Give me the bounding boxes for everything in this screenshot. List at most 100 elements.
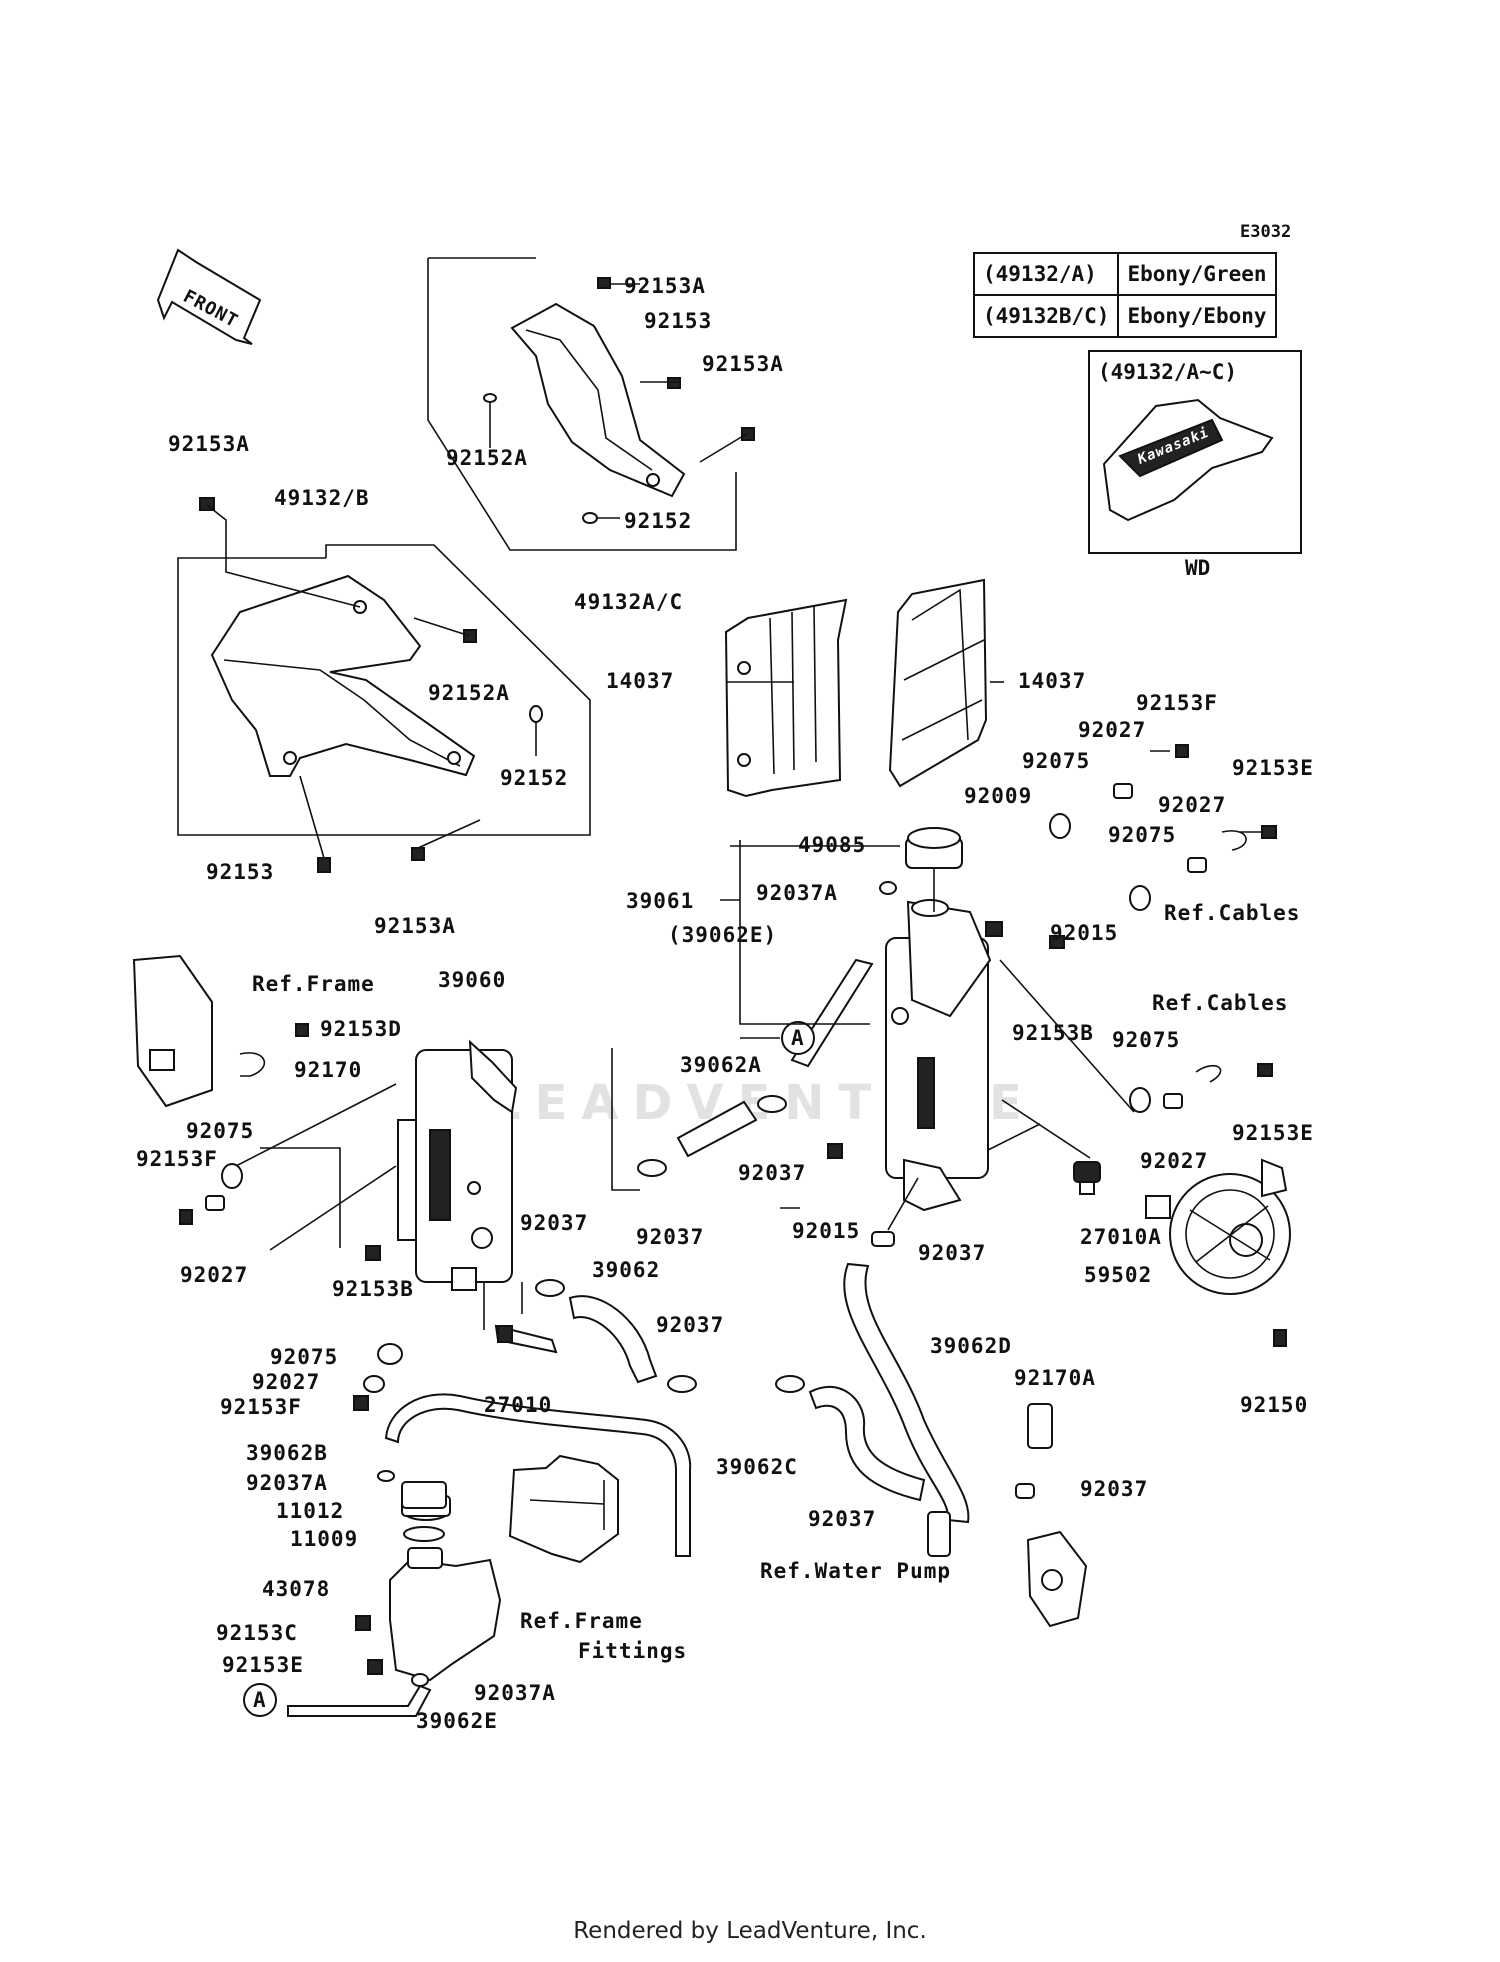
part-label: 92170A bbox=[1014, 1366, 1096, 1390]
part-label: 92153 bbox=[206, 860, 274, 884]
part-label: 92153D bbox=[320, 1017, 402, 1041]
legend-code: (49132B/C) bbox=[972, 294, 1120, 338]
part-label: 92037 bbox=[520, 1211, 588, 1235]
part-label: 92015 bbox=[792, 1219, 860, 1243]
part-label: 92153 bbox=[644, 309, 712, 333]
shroud-49132ac-group bbox=[427, 257, 755, 551]
bolt-92153d bbox=[295, 1023, 309, 1037]
part-label: 39062D bbox=[930, 1334, 1012, 1358]
part-label: 92152 bbox=[624, 509, 692, 533]
radiator-guard-left bbox=[724, 598, 848, 798]
part-label: 92075 bbox=[186, 1119, 254, 1143]
bolt-92153e-lower bbox=[1257, 1063, 1273, 1077]
part-label: 92037A bbox=[474, 1681, 556, 1705]
part-label: 92075 bbox=[270, 1345, 338, 1369]
part-label: 14037 bbox=[606, 669, 674, 693]
clamp-92037-right-upper bbox=[871, 1231, 895, 1247]
part-label: 92037 bbox=[1080, 1477, 1148, 1501]
radiator-fan bbox=[1145, 1158, 1291, 1347]
part-label: 92153B bbox=[332, 1277, 414, 1301]
color-legend-table: (49132/A) Ebony/Green (49132B/C) Ebony/E… bbox=[972, 252, 1277, 338]
part-label: Fittings bbox=[578, 1639, 687, 1663]
leader-lines bbox=[235, 681, 1135, 1330]
part-label: 27010A bbox=[1080, 1225, 1162, 1249]
legend-row: (49132B/C) Ebony/Ebony bbox=[972, 294, 1277, 338]
clamp-92037-center bbox=[757, 1095, 787, 1113]
hose-39062e bbox=[287, 1684, 432, 1717]
part-label: 92075 bbox=[1112, 1028, 1180, 1052]
seal-11009 bbox=[403, 1526, 445, 1542]
grommet-92075-mid bbox=[1129, 885, 1151, 911]
part-label: 92027 bbox=[180, 1263, 248, 1287]
part-label: 92153C bbox=[216, 1621, 298, 1645]
part-label: 92170 bbox=[294, 1058, 362, 1082]
inset-shroud-image: Kawasaki bbox=[1102, 398, 1274, 522]
grommet-92027-lower-right bbox=[1163, 1093, 1183, 1109]
part-label: A bbox=[253, 1688, 267, 1712]
clamp-92037-left-mid bbox=[535, 1279, 565, 1297]
part-label: 43078 bbox=[262, 1577, 330, 1601]
part-label: 92027 bbox=[1158, 793, 1226, 817]
legend-color: Ebony/Green bbox=[1117, 252, 1277, 296]
grommet-92075-left bbox=[221, 1163, 243, 1189]
part-label: 92153E bbox=[1232, 1121, 1314, 1145]
grommet-92027-upper bbox=[1113, 783, 1133, 799]
front-arrow-icon: FRONT bbox=[156, 248, 262, 345]
part-label: 92152A bbox=[428, 681, 510, 705]
part-labels: 92153A 92153 92153A 92152A 92152 49132A/… bbox=[136, 274, 1314, 1733]
part-label: 92153F bbox=[220, 1395, 302, 1419]
frame-ref-left bbox=[132, 954, 266, 1108]
clamp-92037-left-upper bbox=[637, 1159, 667, 1177]
fan-switch-27010a bbox=[1073, 1161, 1101, 1195]
part-label: Ref.Frame bbox=[252, 972, 375, 996]
part-label: Ref.Water Pump bbox=[760, 1559, 951, 1583]
radiator-guard-right bbox=[888, 578, 988, 788]
inset-box: (49132/A~C) bbox=[1088, 350, 1302, 554]
part-label: 92037 bbox=[656, 1313, 724, 1337]
bolt-92153b-left bbox=[365, 1245, 381, 1261]
legend-row: (49132/A) Ebony/Green bbox=[972, 252, 1277, 296]
hose-92037-pump bbox=[927, 1511, 951, 1557]
part-label: 92037A bbox=[246, 1471, 328, 1495]
part-label: 11009 bbox=[290, 1527, 358, 1551]
radiator-right bbox=[885, 899, 992, 1212]
part-label: 92153A bbox=[624, 274, 706, 298]
part-label: 92037A bbox=[756, 881, 838, 905]
part-label: 92152A bbox=[446, 446, 528, 470]
part-label: 39062C bbox=[716, 1455, 798, 1479]
part-label: 92027 bbox=[1078, 718, 1146, 742]
part-label: 92027 bbox=[252, 1370, 320, 1394]
grommet-92027-bottom bbox=[363, 1375, 385, 1393]
clamp-92037-right-mid bbox=[775, 1375, 805, 1393]
part-label: 39062A bbox=[680, 1053, 762, 1077]
part-label: 92037 bbox=[918, 1241, 986, 1265]
reservoir-bracket bbox=[508, 1454, 619, 1564]
grommet-92075-upper bbox=[1049, 813, 1071, 839]
radiator-left bbox=[397, 1039, 518, 1291]
inset-title: (49132/A~C) bbox=[1098, 360, 1238, 384]
legend-color: Ebony/Ebony bbox=[1117, 294, 1277, 338]
part-label: 92150 bbox=[1240, 1393, 1308, 1417]
reservoir-tank bbox=[389, 1495, 502, 1682]
cable-ref-lower bbox=[1195, 1064, 1222, 1083]
bolt-92153b-right bbox=[1049, 935, 1065, 949]
part-label: 92027 bbox=[1140, 1149, 1208, 1173]
part-label: 92009 bbox=[964, 784, 1032, 808]
part-label: 27010 bbox=[484, 1393, 552, 1417]
bolt-92153e-tank bbox=[367, 1659, 383, 1675]
bolt-92150 bbox=[1273, 1329, 1287, 1347]
inset-label: WD bbox=[1185, 556, 1211, 580]
hose-39062b bbox=[384, 1393, 692, 1557]
part-label: 92153E bbox=[1232, 756, 1314, 780]
part-label: 49085 bbox=[798, 833, 866, 857]
hardware-bolt-92153f-right bbox=[1150, 744, 1189, 758]
part-label: Ref.Cables bbox=[1152, 991, 1288, 1015]
clamp-92015-upper bbox=[985, 921, 1003, 937]
clamp-92037-right-lower bbox=[1015, 1483, 1035, 1499]
clamp-92037-left-lower bbox=[667, 1375, 697, 1393]
grommet-92075-bottom bbox=[377, 1343, 403, 1365]
clamp-92037a-tank bbox=[411, 1673, 429, 1687]
part-label: 92153A bbox=[168, 432, 250, 456]
part-label: 49132A/C bbox=[574, 590, 683, 614]
